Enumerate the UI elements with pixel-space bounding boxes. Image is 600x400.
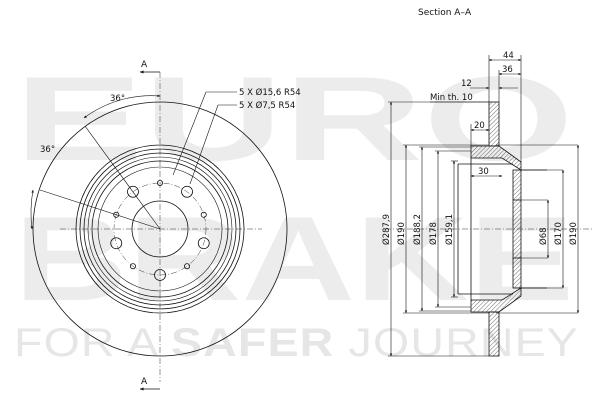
- large-bolt-hole: [110, 237, 123, 250]
- note-leader-1: [172, 91, 207, 176]
- dim-dia_170: Ø170: [553, 222, 564, 245]
- hat-ring-5: [97, 166, 223, 292]
- dim-dia_159_1: Ø159,1: [444, 214, 455, 245]
- friction-ring-inner: [75, 144, 245, 314]
- small-hole: [113, 211, 120, 218]
- hat-ring-1: [79, 148, 241, 310]
- front-view: A A 36° 36° 5 X Ø15,6 R54: [30, 60, 301, 391]
- large-bolt-hole: [127, 185, 139, 198]
- dim-dia_287_9: Ø287,9: [381, 214, 392, 245]
- angle-line-1: [84, 125, 161, 230]
- section-marker-bottom: A: [141, 377, 148, 387]
- section-marker-top: A: [141, 60, 148, 70]
- section-title: Section A–A: [418, 8, 472, 18]
- small-hole: [129, 263, 136, 270]
- small-hole: [184, 263, 191, 270]
- small-hole: [156, 179, 163, 186]
- dim-dia_178: Ø178: [428, 222, 439, 245]
- angle-arc-1: [83, 94, 161, 119]
- large-holes: [110, 185, 210, 281]
- hole-note-large: 5 X Ø15,6 R54: [239, 87, 301, 98]
- min-thickness: Min th. 10: [430, 93, 473, 103]
- hat-ring-3: [87, 156, 233, 302]
- centre-bore: [131, 200, 189, 258]
- watermark-tagline: FOR A SAFER JOURNEY: [14, 321, 579, 365]
- angle-arc-2: [30, 189, 34, 230]
- dim-dia_190_right: Ø190: [568, 222, 579, 245]
- dim-20: 20: [474, 121, 485, 131]
- watermark: EURO BRAKE FOR A SAFER JOURNEY: [14, 52, 579, 365]
- hat-ring-2: [83, 152, 237, 306]
- large-bolt-hole: [181, 185, 193, 198]
- note-leader-2: [189, 104, 219, 185]
- dim-36: 36: [502, 65, 513, 75]
- hat-ring-4: [91, 160, 229, 298]
- dim-44: 44: [503, 51, 514, 61]
- angle-label-1: 36°: [110, 94, 125, 104]
- hub-flange: [512, 169, 522, 289]
- dim-30: 30: [478, 167, 489, 177]
- bolt-circle: [113, 182, 207, 276]
- angle-label-2: 36°: [40, 145, 55, 155]
- diameter-dimensions: Ø287,9 Ø190 Ø188,2 Ø178 Ø159,1 Ø68 Ø170 Ø190: [381, 101, 580, 357]
- large-bolt-hole: [154, 269, 166, 281]
- dim-dia_188_2: Ø188,2: [412, 214, 423, 245]
- hole-note-small: 5 X Ø7,5 R54: [239, 100, 295, 111]
- dim-dia_190_left: Ø190: [396, 222, 407, 245]
- small-hole: [200, 211, 207, 218]
- friction-ring-bottom: [488, 311, 500, 357]
- angle-line-2: [39, 189, 161, 230]
- friction-ring-top: [488, 101, 500, 147]
- dim-12: 12: [461, 79, 472, 89]
- small-holes: [113, 179, 207, 270]
- large-bolt-hole: [197, 237, 210, 250]
- dim-dia_68: Ø68: [538, 227, 549, 245]
- section-view: Section A–A 44 36 12 Min th. 10: [381, 8, 592, 357]
